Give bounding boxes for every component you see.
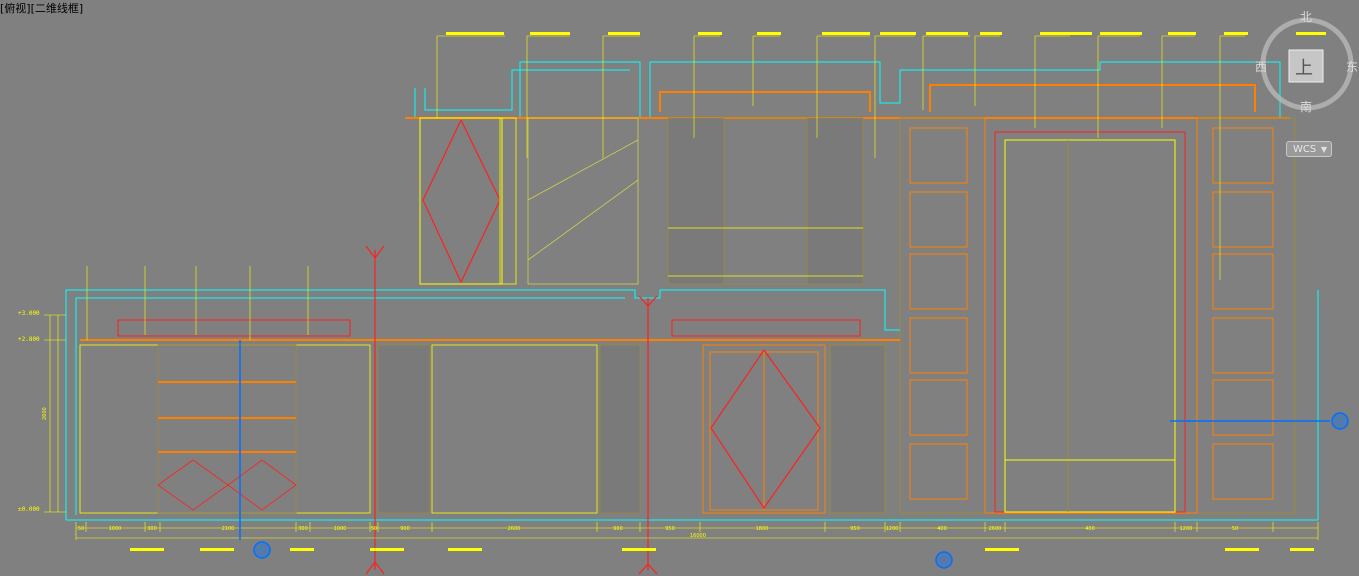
dimension-text: 400 (1085, 526, 1095, 532)
compass-south[interactable]: 南 (1300, 100, 1313, 114)
dimension-text: 50 (1232, 526, 1238, 532)
elevation-label-top: +3.000 (18, 310, 40, 317)
upper-panels (527, 117, 864, 285)
upper-outline (414, 61, 1281, 119)
dimension-text: 900 (400, 526, 410, 532)
dimension-text: 950 (850, 526, 860, 532)
dimension-text: 2600 (989, 526, 1002, 532)
dimension-text: 2100 (222, 526, 235, 532)
dimension-total-text: 16000 (690, 533, 706, 539)
lower-middle-panel (377, 344, 641, 514)
compass-west[interactable]: 西 (1255, 60, 1268, 74)
top-tags (446, 32, 1326, 35)
dimension-text: 300 (298, 526, 308, 532)
axis-markers (239, 340, 1349, 569)
lower-orange-band (80, 319, 900, 341)
section-lines (365, 245, 658, 575)
elevation-label-middle: +2.800 (18, 336, 40, 343)
leader-lines (86, 35, 1245, 340)
left-height-dimension (44, 314, 66, 513)
lower-cabinet (79, 344, 371, 514)
upper-left-door (419, 117, 517, 285)
dimension-text: 50 (371, 526, 377, 532)
dimension-text: 1000 (334, 526, 347, 532)
viewport-label[interactable]: [俯视][二维线框] (0, 2, 84, 15)
compass-east[interactable]: 东 (1346, 60, 1359, 74)
dimension-text: 1000 (109, 526, 122, 532)
tall-wall (899, 117, 1296, 514)
dimension-text: 400 (937, 526, 947, 532)
dimension-text: 1200 (886, 526, 899, 532)
dimension-text: 1200 (1180, 526, 1193, 532)
bottom-dimension-chain (75, 522, 1319, 540)
dimension-text: 50 (78, 526, 84, 532)
bottom-tags (130, 548, 1314, 551)
lower-center-door (702, 344, 886, 514)
elevation-label-floor: ±0.000 (18, 506, 40, 513)
upper-orange-band (405, 84, 1290, 119)
compass-north[interactable]: 北 (1300, 10, 1313, 24)
ucs-label: WCS (1293, 144, 1317, 155)
shelf-columns (909, 127, 1274, 500)
dimension-text: 2600 (508, 526, 521, 532)
ucs-menu-button[interactable]: WCS ▼ (1286, 141, 1332, 157)
chevron-down-icon: ▼ (1320, 145, 1327, 154)
viewcube[interactable]: 上 北 南 东 西 (1255, 8, 1359, 114)
dimension-text: 1800 (756, 526, 769, 532)
lower-outline (65, 289, 1319, 521)
viewcube-face[interactable]: 上 (1295, 58, 1313, 79)
dimension-text: 950 (665, 526, 675, 532)
dimension-text: 300 (147, 526, 157, 532)
dimension-height-text: 2600 (42, 407, 48, 420)
dimension-text: 900 (613, 526, 623, 532)
